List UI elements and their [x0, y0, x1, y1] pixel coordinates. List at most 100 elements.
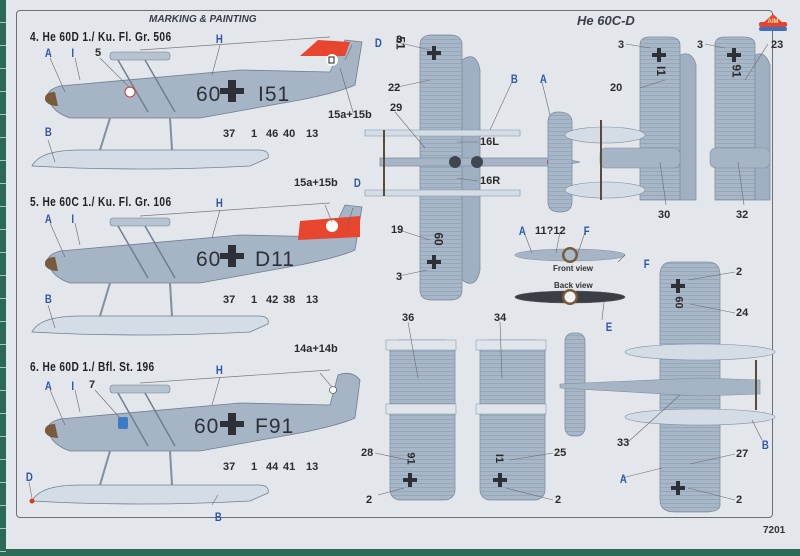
profile-6-float-callout-D: D	[25, 470, 33, 484]
profile-6-callout-H: H	[215, 363, 223, 377]
front-view-1-callout-3: 3	[618, 39, 625, 51]
profile-6-propeller	[44, 424, 58, 438]
profile-4-aircraft	[31, 36, 363, 170]
brand-logo: AIM	[753, 13, 793, 33]
bottom-view-3-callout-33: 33	[617, 437, 630, 449]
profile-4-callout-40: 40	[283, 128, 296, 140]
profile-4-callout-H: H	[215, 32, 223, 46]
profile-5-callout-1: 1	[251, 294, 258, 306]
profile-5-callout-37: 37	[223, 294, 236, 306]
front-view-2-callout-32: 32	[736, 209, 749, 221]
profile-6-float-callout-B: B	[214, 510, 222, 524]
top-view-callout-B: B	[510, 72, 518, 86]
front-wing-view-1	[564, 36, 697, 201]
profile-5-callout-38: 38	[283, 294, 296, 306]
profile-5-aircraft	[31, 202, 363, 336]
profile-5-float	[31, 315, 269, 336]
profile-4-float	[31, 149, 269, 170]
profile-4-tail-callout: 15a+15b	[328, 109, 372, 121]
top-view-callout-29: 29	[390, 102, 403, 114]
profile-4-upper-wing	[109, 51, 171, 61]
profile-4-tail-band	[300, 40, 350, 56]
bottom-view-1-callout-28: 28	[361, 447, 374, 459]
bottom-view-1-callout-2: 2	[366, 494, 373, 506]
profile-5-tail-emblem	[326, 220, 338, 232]
profile-5-callout-A: A	[44, 212, 52, 226]
profile-4-reg-right: I51	[258, 83, 291, 106]
section-title: MARKING & PAINTING	[149, 14, 257, 25]
profile-4-callout-46: 46	[266, 128, 279, 140]
top-view-wing-code-lower: 60	[431, 232, 446, 246]
profile-6-aircraft	[29, 369, 361, 505]
cutting-mat-ruler	[0, 0, 6, 556]
profile-6-callout-A: A	[44, 379, 52, 393]
top-view-callout-A: A	[539, 72, 547, 86]
profile-5-float-callout-B: B	[44, 292, 52, 306]
profile-5-callout-42: 42	[266, 294, 279, 306]
bottom-view-2-code: I1	[493, 453, 506, 464]
profile-4-float-callout-B: B	[44, 125, 52, 139]
profile-4-reg-left: 60	[196, 83, 222, 106]
profile-6-reg-right: F91	[255, 415, 295, 438]
profile-5-reg-right: D11	[255, 248, 295, 271]
bottom-view-3-callout-24: 24	[736, 307, 749, 319]
propeller-front-view	[514, 247, 626, 263]
profile-6-tail-callout: 14a+14b	[294, 343, 338, 355]
sheet-number: 7201	[763, 525, 786, 536]
bottom-view-1-callout-36: 36	[402, 312, 415, 324]
brand-logo-icon	[759, 14, 787, 31]
top-view-upper-wing	[419, 34, 463, 301]
profile-4-propeller	[44, 92, 58, 106]
profile-6-float	[31, 484, 269, 505]
top-view-callout-3-upper: 3	[396, 34, 403, 46]
bottom-view-3-callout-A: A	[619, 472, 627, 486]
profile-4-callout-5: 5	[95, 47, 102, 59]
propeller-callout-A: A	[518, 224, 526, 238]
profile-4-title: 4. He 60D 1./ Ku. Fl. Gr. 506	[30, 29, 172, 44]
propeller-front-view-caption: Front view	[553, 264, 594, 273]
profile-5-callout-D: D	[353, 176, 361, 190]
profile-5-callout-H: H	[215, 196, 223, 210]
bottom-view-3-callout-27: 27	[736, 448, 749, 460]
profile-6-callout-41: 41	[283, 461, 296, 473]
profile-6-upper-wing	[109, 384, 171, 394]
bottom-view-1-code: 91	[404, 452, 417, 465]
profile-6-callout-7: 7	[89, 379, 96, 391]
profile-5-title: 5. He 60C 1./ Ku. Fl. Gr. 106	[30, 194, 172, 209]
bottom-view-3	[559, 261, 776, 513]
top-view-callout-16L: 16L	[480, 136, 499, 148]
front-view-1-callout-20: 20	[610, 82, 623, 94]
profile-5-upper-wing	[109, 217, 171, 227]
profile-6-callout-37: 37	[223, 461, 236, 473]
profile-4-unit-emblem	[124, 86, 136, 98]
propeller-back-view-caption: Back view	[554, 281, 593, 290]
front-wing-view-2	[709, 36, 771, 201]
bottom-view-3-callout-B: B	[761, 438, 769, 452]
profile-5-propeller	[44, 257, 58, 271]
profile-6-callout-1: 1	[251, 461, 258, 473]
bottom-view-2-callout-34: 34	[494, 312, 507, 324]
profile-5-balkenkreuz	[220, 245, 244, 267]
profile-4-callout-37: 37	[223, 128, 236, 140]
propeller-callout-11-12: 11?12	[535, 225, 566, 237]
brand-logo-text: AIM	[767, 19, 779, 25]
profile-6-callout-13: 13	[306, 461, 319, 473]
bottom-view-2-callout-2: 2	[555, 494, 562, 506]
bottom-view-2	[475, 339, 547, 501]
profile-6-callout-I: I	[71, 379, 75, 393]
profile-5-callout-13: 13	[306, 294, 319, 306]
propeller-back-view	[514, 289, 626, 305]
profile-4-callout-A: A	[44, 46, 52, 60]
profile-6-reg-left: 60	[194, 415, 220, 438]
profile-4-balkenkreuz	[220, 80, 244, 102]
profile-5-reg-left: 60	[196, 248, 222, 271]
bottom-view-1	[385, 339, 457, 501]
profile-4-callout-13: 13	[306, 128, 319, 140]
profile-5-callout-I: I	[71, 212, 75, 226]
top-view-tailplane	[547, 111, 573, 213]
profile-4-callout-I: I	[71, 46, 75, 60]
top-view-callout-22: 22	[388, 82, 401, 94]
front-view-2-callout-3: 3	[697, 39, 704, 51]
front-view-1-callout-30: 30	[658, 209, 671, 221]
